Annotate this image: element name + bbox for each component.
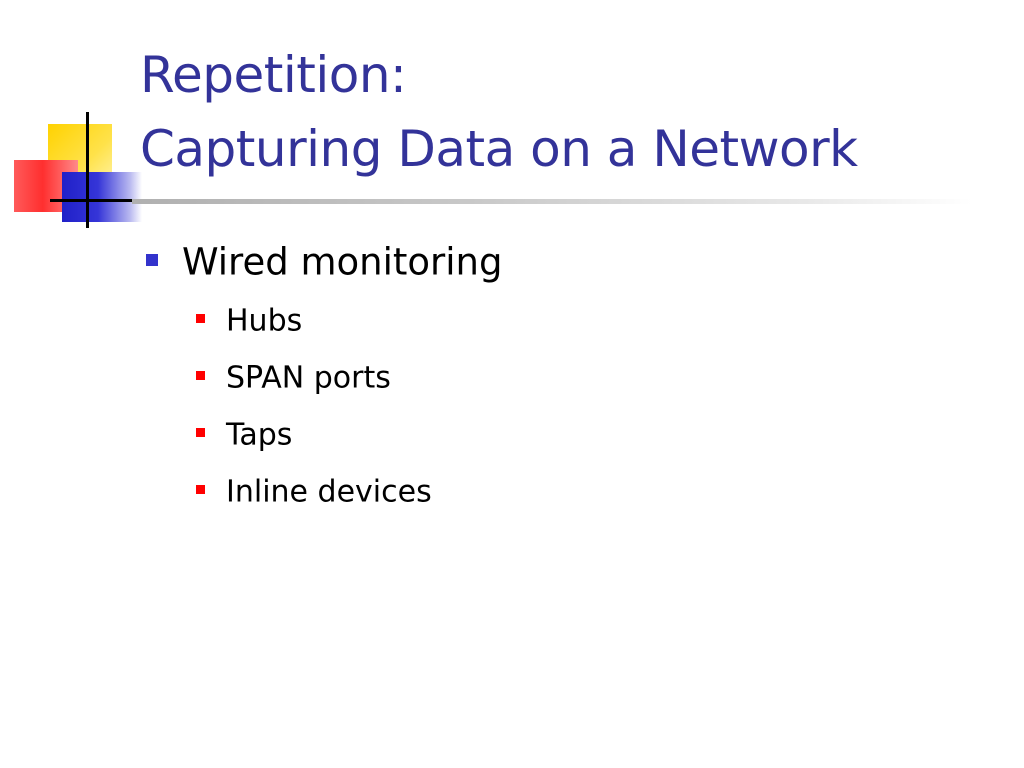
sub-bullet-item: SPAN ports: [196, 355, 391, 402]
title-line-1: Repetition:: [140, 46, 407, 104]
sub-bullet-item: Hubs: [196, 298, 302, 345]
sub-bullet-text: Hubs: [226, 303, 303, 339]
logo-vertical-line: [86, 112, 89, 228]
sub-bullet-item: Inline devices: [196, 469, 432, 516]
logo-blue-square: [62, 172, 142, 222]
sub-bullet-text: Taps: [226, 417, 293, 453]
sub-bullet-marker: [196, 371, 205, 380]
bullet-marker: [146, 253, 158, 266]
logo-graphic: [0, 0, 150, 240]
title-separator: [132, 199, 972, 204]
sub-bullet-marker: [196, 485, 205, 494]
sub-bullet-text: SPAN ports: [226, 360, 391, 396]
logo-horizontal-line: [50, 199, 136, 202]
title-line-2: Capturing Data on a Network: [140, 120, 858, 178]
bullet-item: Wired monitoring: [146, 233, 502, 291]
sub-bullet-item: Taps: [196, 412, 292, 459]
sub-bullet-marker: [196, 314, 205, 323]
sub-bullet-marker: [196, 428, 205, 437]
sub-bullet-text: Inline devices: [226, 474, 432, 510]
bullet-text: Wired monitoring: [182, 240, 503, 284]
slide-title: Repetition: Capturing Data on a Network: [140, 38, 1000, 186]
